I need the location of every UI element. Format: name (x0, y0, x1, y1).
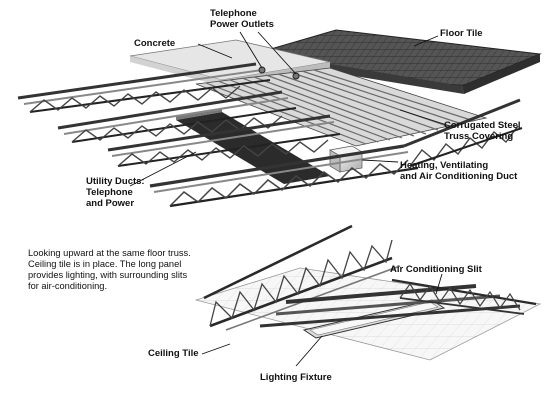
label-ceiling-tile: Ceiling Tile (148, 348, 199, 359)
label-utility-line3: and Power (86, 198, 135, 209)
caption-line3: provides lighting, with surrounding slit… (28, 270, 188, 280)
floor-assembly (17, 29, 542, 208)
label-lighting-fixture: Lighting Fixture (260, 372, 332, 383)
label-concrete: Concrete (134, 38, 176, 49)
label-hvac-line1: Heating, Ventilating (400, 160, 489, 171)
caption-line2: Ceiling tile is in place. The long panel (28, 259, 182, 269)
bottom-truss (203, 224, 537, 331)
top-leader-lines (129, 31, 451, 187)
caption-line1: Looking upward at the same floor truss. (28, 248, 191, 258)
label-utility-line2: Telephone (86, 187, 133, 198)
label-corrugated-line1: Corrugated Steel (444, 120, 521, 131)
telephone-outlet (258, 66, 266, 74)
label-floor-tile: Floor Tile (440, 28, 483, 39)
floor-tile-edge (462, 54, 540, 94)
top-joists (17, 62, 523, 208)
label-hvac-duct: Heating, Ventilating and Air Conditionin… (400, 160, 517, 182)
label-telephone-outlets-line1: Telephone (210, 8, 257, 19)
label-corrugated-steel: Corrugated Steel Truss Covering (444, 120, 521, 142)
ceiling-assembly (194, 224, 542, 361)
caption-line4: for air-conditioning. (28, 281, 108, 291)
label-telephone-outlets: Telephone Power Outlets (210, 8, 274, 30)
bottom-leader-lines (201, 273, 443, 367)
label-corrugated-line2: Truss Covering (444, 131, 514, 142)
label-telephone-outlets-line2: Power Outlets (210, 19, 274, 30)
power-outlet (292, 72, 300, 80)
label-utility-ducts: Utility Ducts: Telephone and Power (86, 176, 145, 209)
label-utility-line1: Utility Ducts: (86, 176, 145, 187)
caption-text: Looking upward at the same floor truss. … (28, 248, 191, 292)
floor-tile-lower (330, 64, 464, 94)
label-ac-slit: Air Conditioning Slit (390, 264, 482, 275)
label-hvac-line2: and Air Conditioning Duct (400, 171, 518, 182)
ceiling-tile-plane (194, 267, 542, 361)
